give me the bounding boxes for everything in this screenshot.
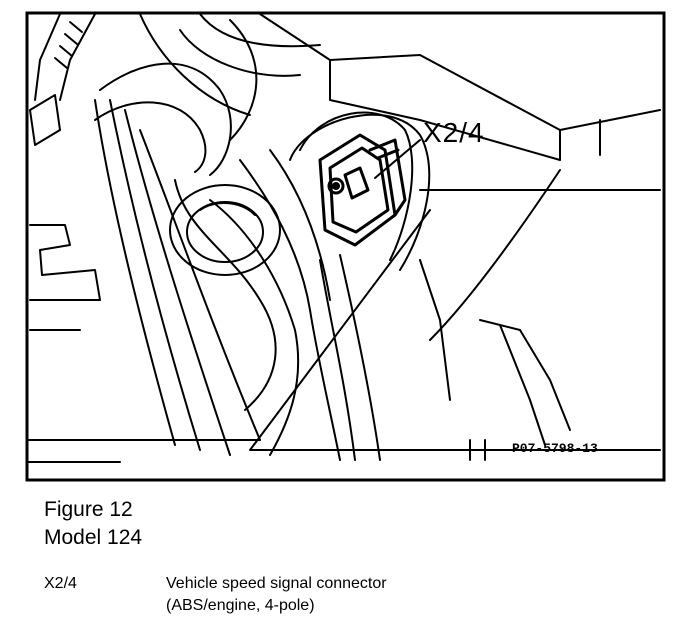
legend-description-line-1: Vehicle speed signal connector — [166, 575, 387, 592]
left-bracket — [29, 224, 101, 331]
lower-structure — [27, 259, 486, 463]
legend-key: X2/4 — [44, 575, 77, 592]
upper-left-strap — [29, 13, 96, 146]
wire-harness — [94, 99, 341, 461]
technical-illustration: X2/4 P07-5798-13 — [25, 11, 666, 482]
caption-model: Model 124 — [44, 526, 143, 549]
callout-label-x2-4: X2/4 — [423, 117, 485, 148]
figure-caption: Figure 12 Model 124 — [44, 496, 142, 552]
dome-component — [169, 184, 281, 276]
main-hose — [94, 13, 321, 176]
connector-x2-4 — [318, 133, 407, 247]
upper-housing — [229, 13, 661, 161]
figure-reference-code: P07-5798-13 — [512, 441, 598, 456]
illustration-frame — [25, 11, 666, 482]
legend-description-line-2: (ABS/engine, 4-pole) — [166, 597, 315, 614]
callout-leader-line — [374, 139, 421, 179]
right-panel — [249, 169, 661, 451]
cable-loop — [289, 111, 431, 461]
caption-figure-number: Figure 12 — [44, 498, 133, 521]
legend-description: Vehicle speed signal connector (ABS/engi… — [166, 573, 586, 617]
